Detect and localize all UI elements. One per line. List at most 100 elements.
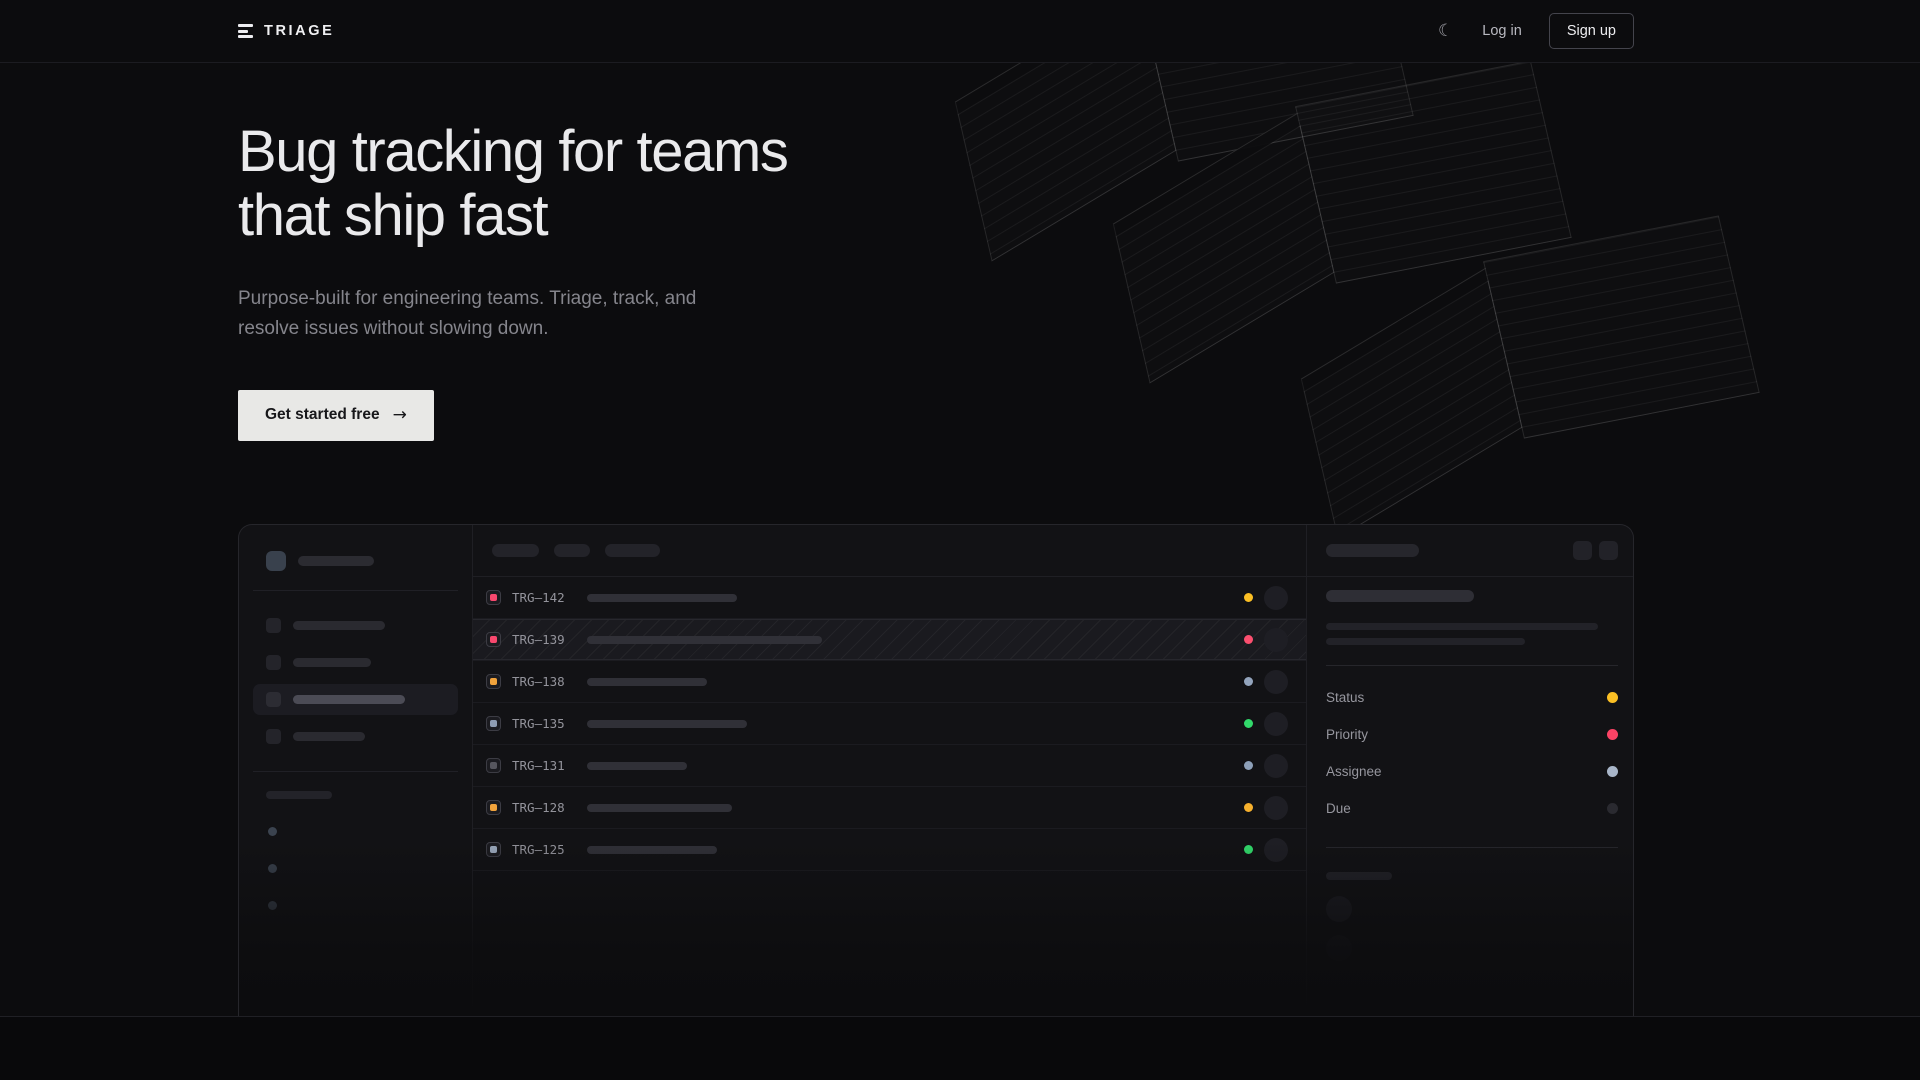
detail-field-value-dot bbox=[1607, 766, 1618, 777]
mockup-detail-panel: Status Priority Assignee Due bbox=[1307, 525, 1633, 1016]
issue-row-meta bbox=[1244, 669, 1288, 694]
issue-type-icon bbox=[486, 674, 501, 689]
detail-field-label: Assignee bbox=[1326, 764, 1382, 779]
issue-row-meta bbox=[1244, 753, 1288, 778]
sidebar-nav-item bbox=[253, 721, 458, 752]
theme-toggle-button[interactable]: ☾ bbox=[1436, 21, 1455, 42]
assignee-avatar bbox=[1264, 795, 1288, 820]
assignee-avatar bbox=[1264, 837, 1288, 862]
panel-action-icon bbox=[1599, 541, 1618, 560]
issue-type-icon bbox=[486, 632, 501, 647]
issue-row-meta bbox=[1244, 627, 1288, 652]
issue-row-meta bbox=[1244, 585, 1288, 610]
detail-field-row: Due bbox=[1326, 790, 1618, 827]
issue-title-skeleton bbox=[587, 845, 717, 854]
assignee-avatar bbox=[1264, 585, 1288, 610]
issue-status-dot bbox=[1244, 719, 1253, 728]
issue-status-dot bbox=[1244, 803, 1253, 812]
detail-field-label: Status bbox=[1326, 690, 1365, 705]
issue-status-dot bbox=[1244, 635, 1253, 644]
issue-row: TRG–135 bbox=[473, 703, 1306, 745]
skeleton-bar bbox=[1326, 544, 1419, 557]
sidebar-nav-item bbox=[253, 684, 458, 715]
filter-pill-skeleton bbox=[554, 544, 590, 557]
footer-section bbox=[0, 1016, 1920, 1080]
app-preview-mockup: TRG–142 TRG–139 TRG–138 TRG–135 TRG– bbox=[238, 524, 1634, 1016]
brand-name: TRIAGE bbox=[264, 23, 335, 39]
detail-field-row: Assignee bbox=[1326, 753, 1618, 790]
assignee-avatar bbox=[1264, 669, 1288, 694]
detail-field-row: Status bbox=[1326, 679, 1618, 716]
divider bbox=[1326, 665, 1618, 666]
divider bbox=[253, 771, 458, 772]
sidebar-section-label-skeleton bbox=[266, 791, 332, 799]
nav-item-icon bbox=[266, 692, 281, 707]
sidebar-nav bbox=[253, 610, 458, 752]
issue-id: TRG–138 bbox=[512, 674, 565, 689]
description-line-skeleton bbox=[1326, 623, 1598, 630]
issue-row-meta bbox=[1244, 795, 1288, 820]
comments-label-skeleton bbox=[1326, 872, 1392, 880]
workspace-avatar bbox=[266, 551, 286, 571]
detail-field-value-dot bbox=[1607, 692, 1618, 703]
skeleton-bar bbox=[293, 658, 371, 667]
issue-status-dot bbox=[1244, 761, 1253, 770]
issue-row-meta bbox=[1244, 837, 1288, 862]
issue-title-skeleton bbox=[587, 803, 732, 812]
brand-home-link[interactable]: TRIAGE bbox=[238, 23, 334, 39]
issue-id: TRG–125 bbox=[512, 842, 565, 857]
issue-type-icon bbox=[486, 716, 501, 731]
nav-item-icon bbox=[266, 618, 281, 633]
issue-title-skeleton bbox=[587, 593, 737, 602]
skeleton-bar bbox=[293, 732, 365, 741]
detail-fields: Status Priority Assignee Due bbox=[1326, 679, 1618, 827]
detail-field-row: Priority bbox=[1326, 716, 1618, 753]
issue-id: TRG–135 bbox=[512, 716, 565, 731]
issue-id: TRG–131 bbox=[512, 758, 565, 773]
issue-row: TRG–139 bbox=[473, 619, 1306, 661]
detail-panel-header bbox=[1307, 525, 1633, 577]
issue-id: TRG–128 bbox=[512, 800, 565, 815]
comment-avatar bbox=[1326, 896, 1352, 922]
list-filter-bar bbox=[473, 525, 1306, 577]
top-nav: TRIAGE ☾ Log in Sign up bbox=[0, 0, 1920, 63]
issue-status-dot bbox=[1244, 677, 1253, 686]
issue-type-icon bbox=[486, 842, 501, 857]
issue-type-icon bbox=[486, 590, 501, 605]
moon-icon: ☾ bbox=[1438, 20, 1454, 41]
detail-field-label: Priority bbox=[1326, 727, 1369, 742]
sidebar-dot bbox=[268, 827, 277, 836]
triage-logo-icon bbox=[238, 24, 253, 38]
workspace-switcher bbox=[253, 551, 458, 571]
assignee-avatar bbox=[1264, 753, 1288, 778]
comment-avatar bbox=[1326, 935, 1352, 961]
assignee-avatar bbox=[1264, 711, 1288, 736]
detail-field-value-dot bbox=[1607, 729, 1618, 740]
sidebar-footer-dots bbox=[253, 827, 458, 910]
issue-status-dot bbox=[1244, 593, 1253, 602]
skeleton-bar bbox=[298, 556, 374, 566]
login-link[interactable]: Log in bbox=[1482, 23, 1522, 39]
sidebar-nav-item bbox=[253, 647, 458, 678]
mockup-sidebar bbox=[239, 525, 473, 1016]
issue-title-skeleton bbox=[587, 761, 687, 770]
nav-item-icon bbox=[266, 655, 281, 670]
panel-action-icon bbox=[1573, 541, 1592, 560]
sidebar-dot bbox=[268, 901, 277, 910]
signup-button[interactable]: Sign up bbox=[1548, 13, 1634, 49]
divider bbox=[1326, 847, 1618, 848]
issue-row: TRG–128 bbox=[473, 787, 1306, 829]
filter-pill-skeleton bbox=[492, 544, 539, 557]
detail-field-value-dot bbox=[1607, 803, 1618, 814]
detail-field-label: Due bbox=[1326, 801, 1351, 816]
issue-title-skeleton bbox=[587, 719, 747, 728]
issue-row-meta bbox=[1244, 711, 1288, 736]
get-started-button[interactable]: Get started free → bbox=[238, 389, 434, 441]
issue-row: TRG–131 bbox=[473, 745, 1306, 787]
issue-status-dot bbox=[1244, 845, 1253, 854]
skeleton-bar bbox=[293, 695, 405, 704]
issue-id: TRG–142 bbox=[512, 590, 565, 605]
